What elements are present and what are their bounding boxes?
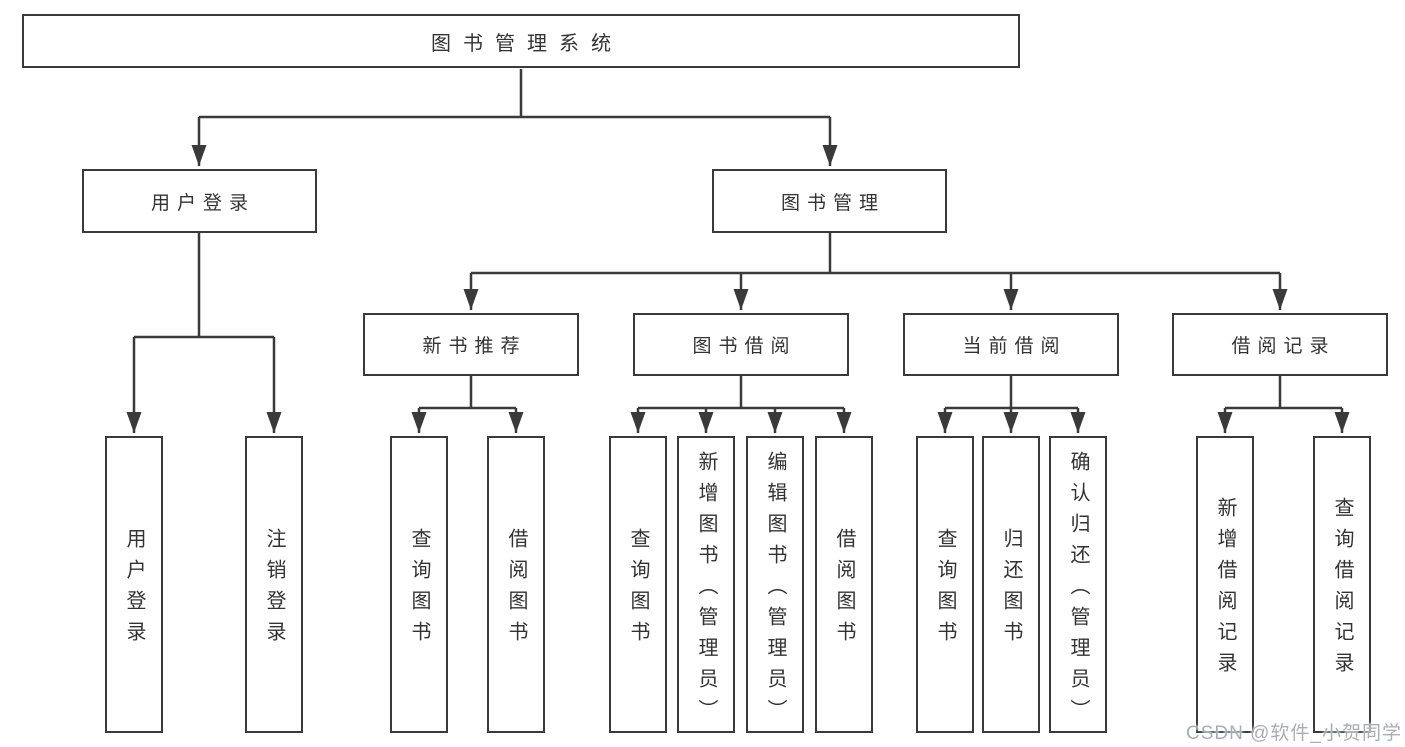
leaf-confirm-return-admin: 确认归还（管理员） <box>1049 436 1107 733</box>
node-borrow-records: 借阅记录 <box>1172 313 1388 376</box>
watermark: CSDN @软件_小贺同学 <box>1186 723 1402 744</box>
leaf-query-books-recommend: 查询图书 <box>390 436 448 733</box>
leaf-return-books: 归还图书 <box>982 436 1040 733</box>
leaf-add-borrow-record: 新增借阅记录 <box>1196 436 1254 733</box>
leaf-logout: 注销登录 <box>245 436 303 733</box>
leaf-query-books-borrow: 查询图书 <box>609 436 667 733</box>
leaf-borrow-books-recommend: 借阅图书 <box>487 436 545 733</box>
leaf-query-books-current: 查询图书 <box>916 436 974 733</box>
node-user-login: 用户登录 <box>82 169 317 233</box>
leaf-add-book-admin: 新增图书（管理员） <box>677 436 735 733</box>
node-current-borrow: 当前借阅 <box>903 313 1119 376</box>
node-book-borrow: 图书借阅 <box>633 313 849 376</box>
leaf-borrow-books: 借阅图书 <box>815 436 873 733</box>
node-new-book-recommend: 新书推荐 <box>363 313 579 376</box>
leaf-query-borrow-record: 查询借阅记录 <box>1313 436 1371 733</box>
leaf-edit-book-admin: 编辑图书（管理员） <box>746 436 804 733</box>
node-book-management: 图书管理 <box>712 169 947 233</box>
leaf-user-login: 用户登录 <box>105 436 163 733</box>
node-root-system: 图书管理系统 <box>22 14 1020 68</box>
